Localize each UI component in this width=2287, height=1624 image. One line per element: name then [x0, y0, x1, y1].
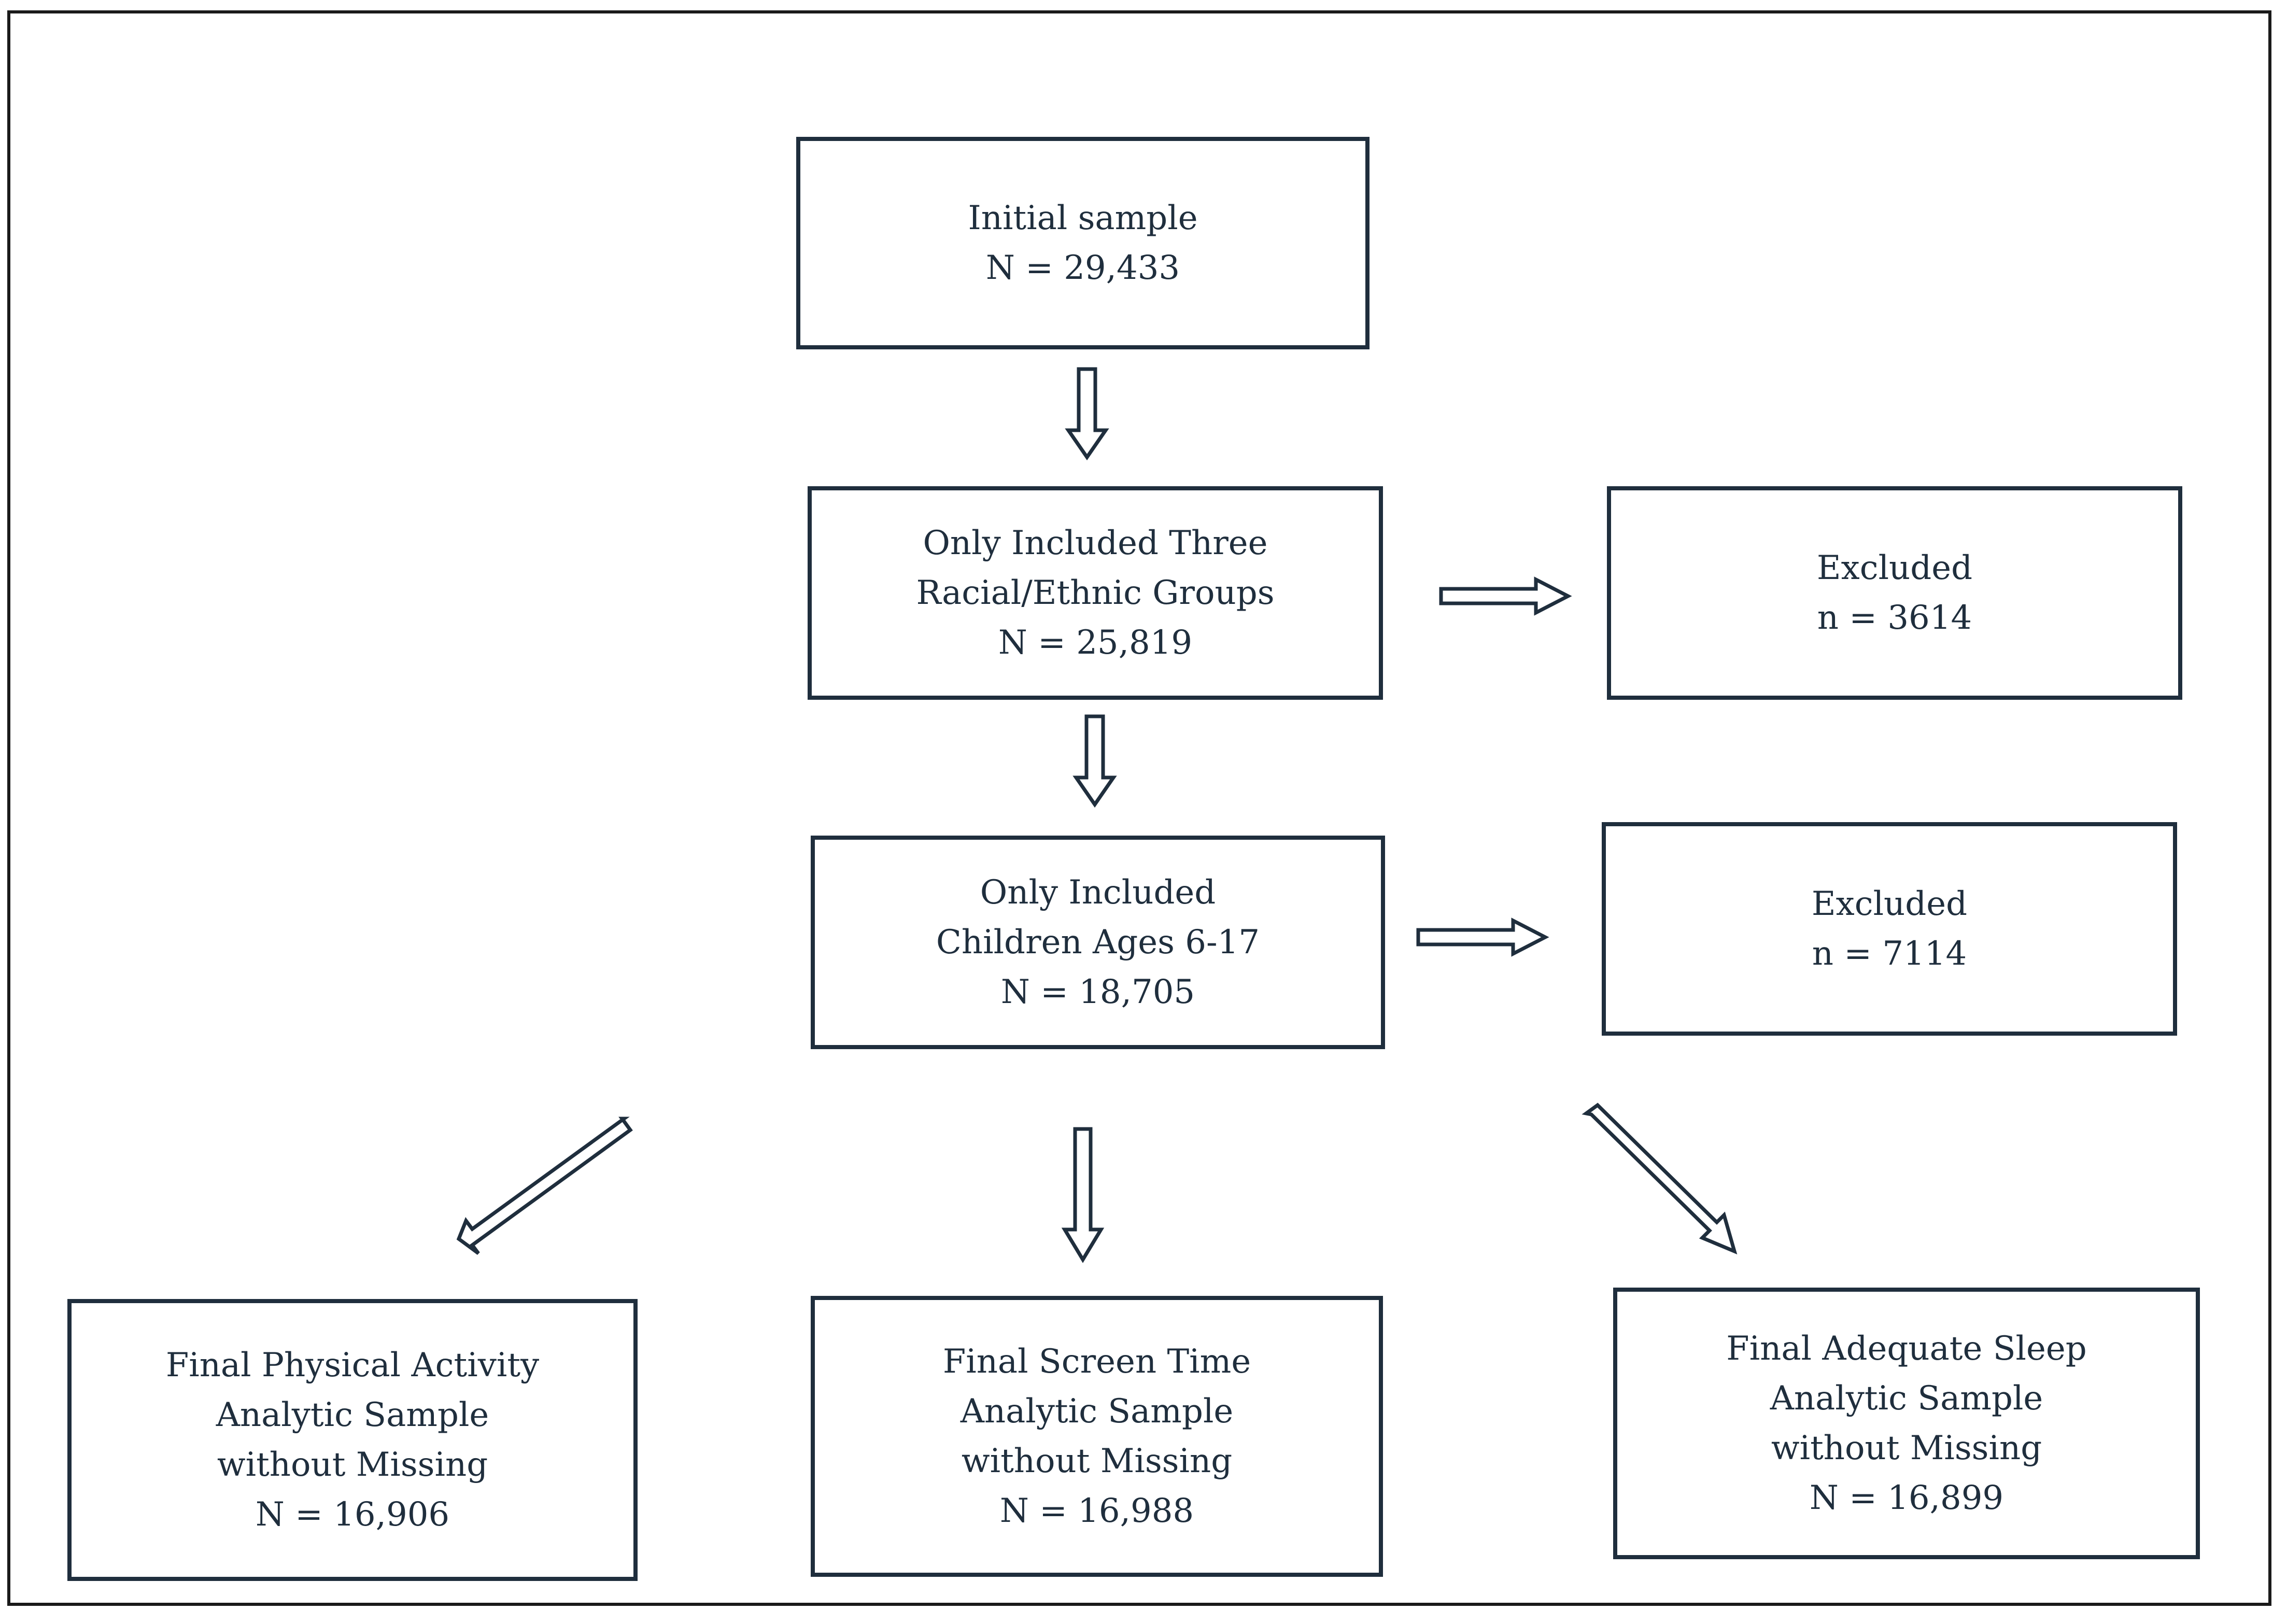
arrow-ages-to-physical — [456, 1117, 633, 1255]
arrow-racial-to-ages — [1072, 714, 1117, 808]
box-line: Initial sample — [968, 199, 1198, 237]
ages-box: Only Included Children Ages 6-17 N = 18,… — [811, 836, 1385, 1049]
figure-frame — [7, 10, 2271, 1606]
arrow-ages-to-excluded — [1416, 917, 1549, 957]
box-line: n = 3614 — [1817, 599, 1972, 637]
box-line: Racial/Ethnic Groups — [916, 574, 1275, 612]
screen-time-sample-box: Final Screen Time Analytic Sample withou… — [811, 1296, 1383, 1577]
box-line: N = 29,433 — [985, 249, 1180, 287]
box-line: Final Physical Activity — [165, 1346, 540, 1385]
excluded-ages-box: Excluded n = 7114 — [1602, 822, 2177, 1036]
box-line: Final Screen Time — [942, 1343, 1251, 1381]
box-line: Analytic Sample — [960, 1392, 1234, 1431]
box-line: Only Included Three — [923, 524, 1268, 562]
box-line: N = 16,988 — [999, 1492, 1194, 1530]
box-line: Final Adequate Sleep — [1726, 1330, 2087, 1368]
box-line: Analytic Sample — [1770, 1379, 2043, 1418]
adequate-sleep-sample-box: Final Adequate Sleep Analytic Sample wit… — [1613, 1288, 2200, 1559]
racial-groups-box: Only Included Three Racial/Ethnic Groups… — [808, 486, 1383, 700]
box-line: without Missing — [961, 1442, 1233, 1480]
box-line: without Missing — [217, 1446, 488, 1484]
box-line: Analytic Sample — [216, 1396, 489, 1434]
box-line: Excluded — [1811, 885, 1968, 923]
arrow-initial-to-racial — [1065, 367, 1109, 461]
box-line: Only Included — [980, 873, 1216, 912]
box-line: N = 16,899 — [1809, 1479, 2004, 1517]
box-line: N = 16,906 — [255, 1495, 450, 1534]
box-line: Children Ages 6-17 — [936, 923, 1260, 962]
arrow-ages-to-sleep — [1582, 1103, 1738, 1255]
excluded-racial-box: Excluded n = 3614 — [1607, 486, 2182, 700]
initial-sample-box: Initial sample N = 29,433 — [796, 137, 1370, 349]
box-line: Excluded — [1816, 549, 1973, 587]
box-line: without Missing — [1771, 1429, 2042, 1467]
box-line: N = 25,819 — [998, 624, 1193, 662]
physical-activity-sample-box: Final Physical Activity Analytic Sample … — [67, 1299, 638, 1581]
arrow-ages-to-screen — [1061, 1127, 1105, 1263]
arrow-racial-to-excluded — [1439, 576, 1572, 616]
box-line: n = 7114 — [1812, 935, 1967, 973]
box-line: N = 18,705 — [1000, 973, 1195, 1011]
